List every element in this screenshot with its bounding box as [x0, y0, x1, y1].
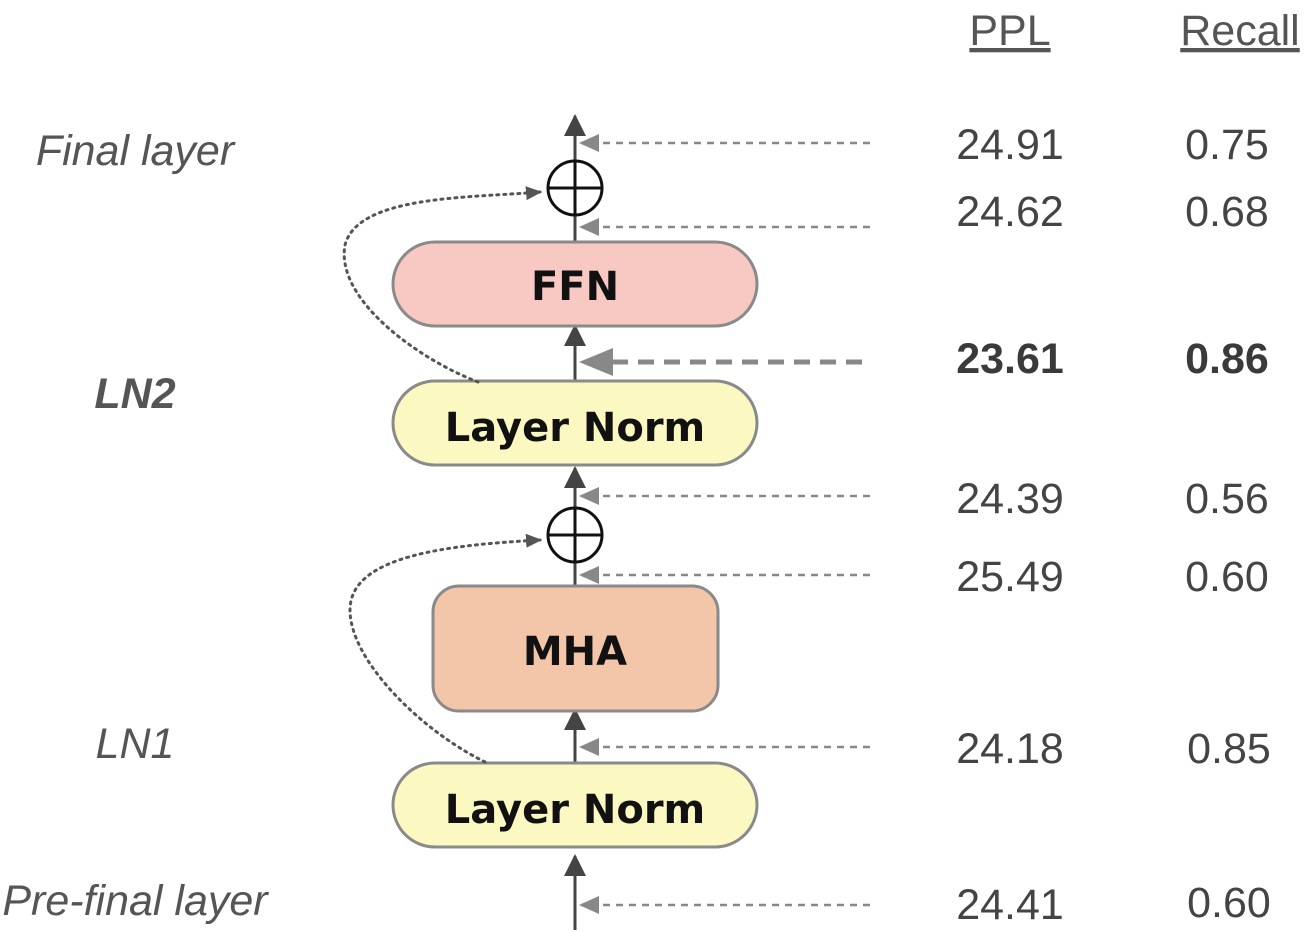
ppl-value: 24.18	[956, 725, 1064, 773]
mha-label: MHA	[523, 629, 627, 675]
ppl-value: 24.91	[956, 121, 1064, 169]
ppl-value: 24.39	[956, 475, 1064, 523]
mha-block: MHA	[431, 584, 720, 713]
ln2-label: LN2	[94, 370, 175, 418]
recall-value: 0.56	[1185, 475, 1269, 523]
layer-norm-2-label: Layer Norm	[445, 405, 705, 451]
layer-norm-1-block: Layer Norm	[391, 761, 759, 849]
add-icon-bottom	[546, 506, 604, 564]
recall-header: Recall	[1180, 7, 1300, 55]
recall-value: 0.60	[1187, 879, 1271, 927]
recall-value-best: 0.86	[1185, 335, 1269, 383]
layer-norm-2-block: Layer Norm	[391, 379, 759, 467]
residual-connection-top	[342, 186, 542, 384]
pre-final-layer-label: Pre-final layer	[2, 877, 269, 925]
recall-value: 0.68	[1185, 188, 1269, 236]
ffn-label: FFN	[531, 264, 619, 310]
recall-value: 0.60	[1185, 553, 1269, 601]
ppl-value: 25.49	[956, 553, 1064, 601]
ppl-value: 24.41	[956, 881, 1064, 929]
recall-value: 0.75	[1185, 121, 1269, 169]
ppl-value-best: 23.61	[956, 335, 1064, 383]
ln1-label: LN1	[96, 720, 175, 768]
layer-norm-1-label: Layer Norm	[445, 787, 705, 833]
ffn-block: FFN	[391, 240, 759, 328]
final-layer-label: Final layer	[36, 127, 236, 175]
recall-value: 0.85	[1187, 725, 1271, 773]
ppl-header: PPL	[969, 7, 1050, 55]
ppl-value: 24.62	[956, 188, 1064, 236]
add-icon-top	[546, 159, 604, 217]
residual-connection-bottom	[348, 533, 542, 764]
